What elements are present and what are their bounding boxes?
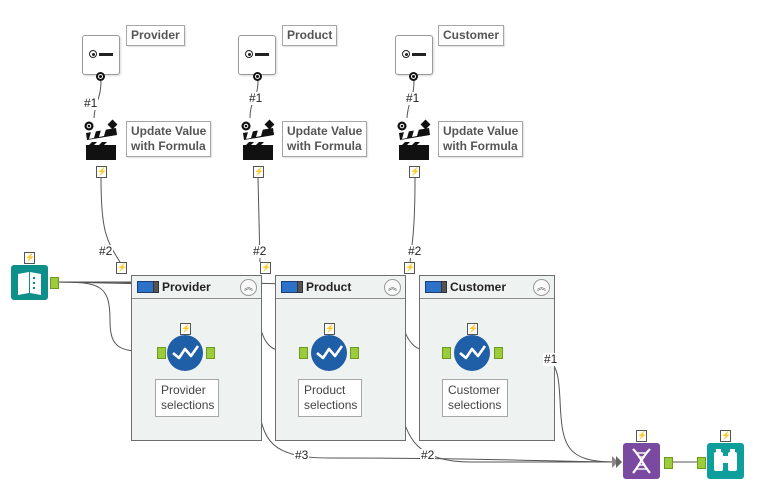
radio-dot-icon [402, 50, 410, 58]
radio-dot-icon [245, 50, 253, 58]
radio-annotation-customer: Customer [438, 25, 505, 46]
connection-label: #1 [543, 352, 559, 366]
container-title: Product [306, 280, 352, 294]
browse-binoculars-icon[interactable] [707, 443, 745, 480]
container-icon [425, 281, 447, 293]
container-title: Customer [450, 280, 507, 294]
action-anchor-bolt-icon[interactable]: ⚡ [96, 166, 107, 178]
tool-annotation: Product selections [298, 379, 362, 417]
tool-input-anchor[interactable] [299, 347, 308, 359]
tool-annotation: Provider selections [155, 379, 219, 417]
tool-output-anchor[interactable] [350, 347, 359, 359]
radio-button-customer[interactable] [395, 35, 433, 75]
container-icon [137, 281, 159, 293]
container-provider[interactable]: Provider ︽ [131, 275, 262, 441]
tool-output-anchor[interactable] [494, 347, 503, 359]
tool-anchor-bolt-icon[interactable]: ⚡ [467, 323, 478, 335]
union-dna-tool-icon[interactable] [623, 443, 661, 480]
action-anchor-bolt-icon[interactable]: ⚡ [409, 166, 420, 178]
action-anchor-bolt-icon[interactable]: ⚡ [253, 166, 264, 178]
action-tool-clapperboard-icon[interactable] [396, 118, 432, 162]
union-output-anchor[interactable] [664, 457, 673, 469]
container-icon [281, 281, 303, 293]
action-tool-clapperboard-icon[interactable] [83, 118, 119, 162]
tool-anchor-bolt-icon[interactable]: ⚡ [324, 323, 335, 335]
container-header[interactable]: Provider ︽ [132, 276, 261, 299]
browse-input-anchor[interactable] [697, 457, 706, 469]
container-anchor-bolt-icon[interactable]: ⚡ [260, 262, 271, 274]
connection-label: #3 [294, 448, 310, 462]
connection-label: #1 [405, 91, 421, 105]
radio-annotation-provider: Provider [126, 25, 185, 46]
input-output-anchor[interactable] [50, 277, 59, 289]
union-anchor-bolt-icon[interactable]: ⚡ [636, 430, 647, 442]
radio-button-product[interactable] [238, 35, 276, 75]
collapse-icon[interactable]: ︽ [384, 279, 401, 296]
connection-label: #2 [252, 244, 268, 258]
container-header[interactable]: Customer ︽ [420, 276, 554, 299]
container-anchor-bolt-icon[interactable]: ⚡ [116, 262, 127, 274]
connection-label: #2 [98, 244, 114, 258]
browse-anchor-bolt-icon[interactable]: ⚡ [720, 430, 731, 442]
connection-label: #1 [83, 96, 99, 110]
action-annotation: Update Value with Formula [282, 121, 368, 157]
action-annotation: Update Value with Formula [438, 121, 524, 157]
input-anchor-bolt-icon[interactable]: ⚡ [24, 252, 35, 264]
container-header[interactable]: Product ︽ [276, 276, 405, 299]
container-title: Provider [162, 280, 211, 294]
radio-bar-icon [99, 53, 113, 56]
radio-annotation-product: Product [282, 25, 338, 46]
radio-button-provider[interactable] [82, 35, 120, 75]
radio-bar-icon [412, 53, 426, 56]
connection-label: #2 [420, 448, 436, 462]
tool-anchor-bolt-icon[interactable]: ⚡ [180, 323, 191, 335]
question-anchor-icon[interactable] [409, 72, 418, 81]
interface-check-tool-icon[interactable] [310, 334, 348, 372]
radio-dot-icon [89, 50, 97, 58]
input-data-book-icon[interactable] [11, 265, 49, 301]
tool-input-anchor[interactable] [157, 347, 166, 359]
radio-bar-icon [255, 53, 269, 56]
question-anchor-icon[interactable] [253, 72, 262, 81]
question-anchor-icon[interactable] [96, 72, 105, 81]
action-tool-clapperboard-icon[interactable] [240, 118, 276, 162]
connection-label: #1 [248, 91, 264, 105]
collapse-icon[interactable]: ︽ [533, 279, 550, 296]
interface-check-tool-icon[interactable] [166, 334, 204, 372]
interface-check-tool-icon[interactable] [453, 334, 491, 372]
collapse-icon[interactable]: ︽ [240, 279, 257, 296]
tool-output-anchor[interactable] [206, 347, 215, 359]
connection-label: #2 [407, 244, 423, 258]
action-annotation: Update Value with Formula [126, 121, 212, 157]
tool-input-anchor[interactable] [442, 347, 451, 359]
tool-annotation: Customer selections [442, 379, 508, 417]
container-anchor-bolt-icon[interactable]: ⚡ [404, 262, 415, 274]
multi-input-anchor-icon[interactable] [612, 455, 622, 469]
